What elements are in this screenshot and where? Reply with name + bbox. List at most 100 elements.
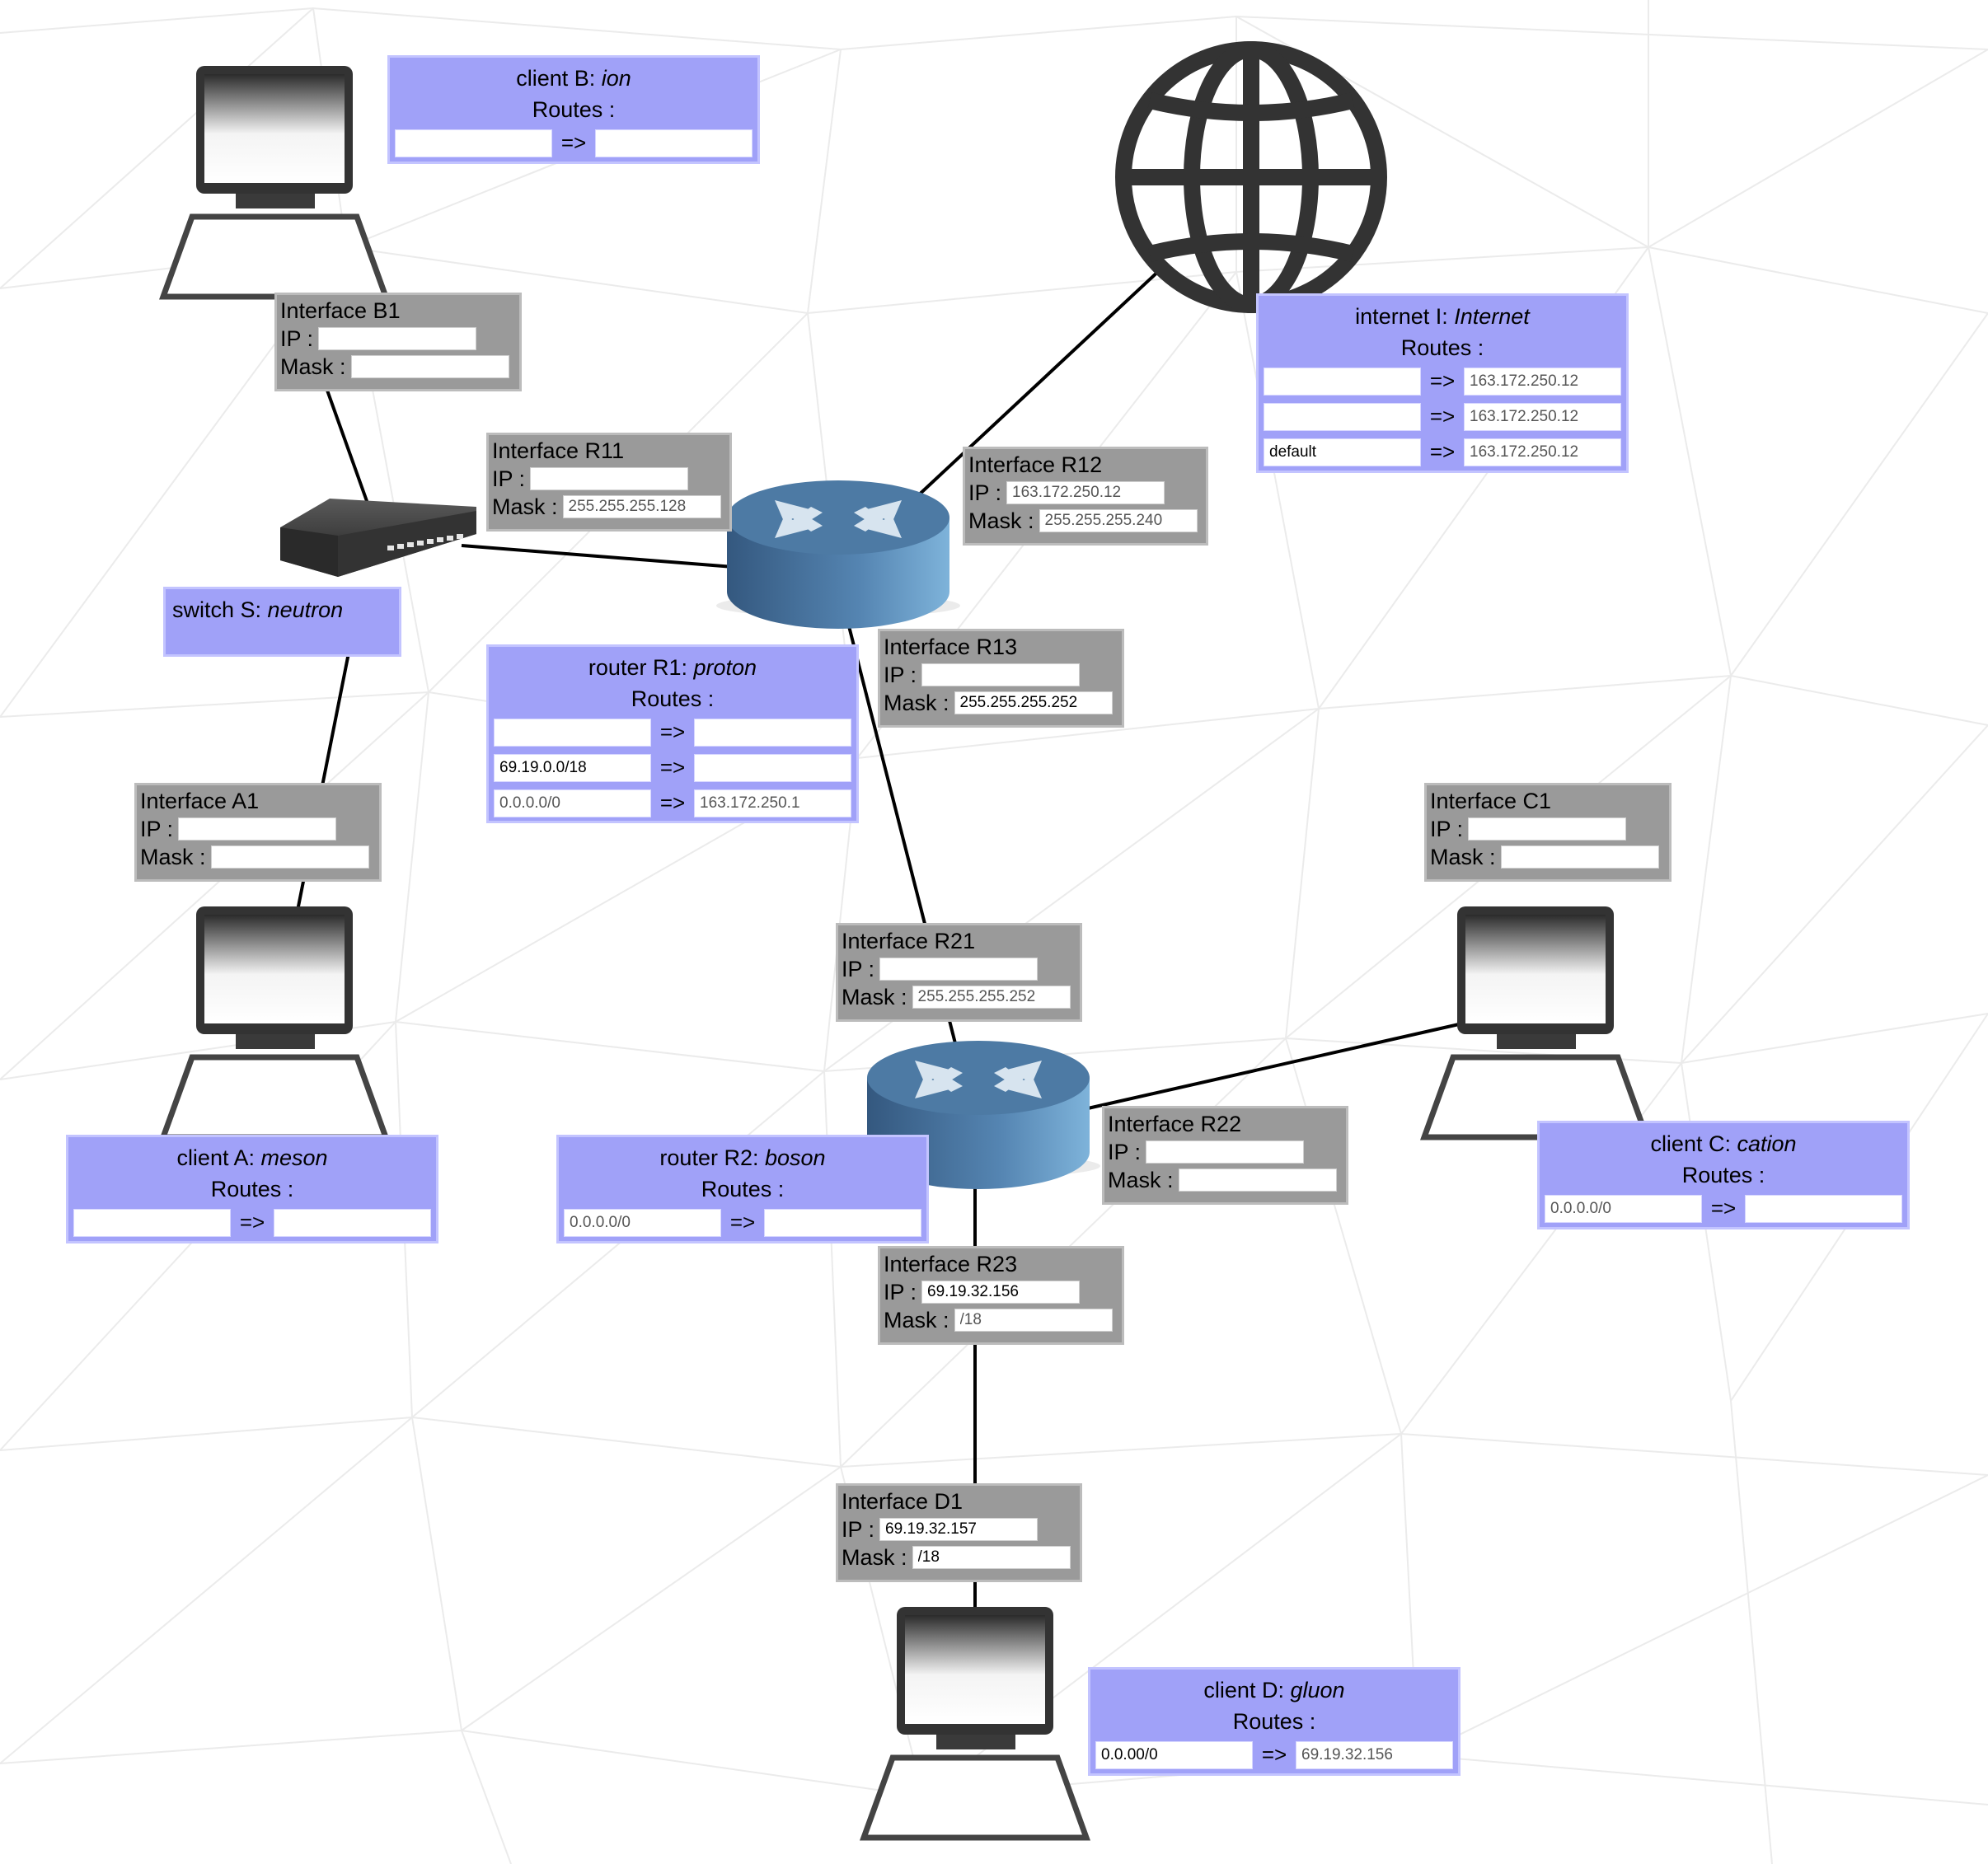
internet-i-routes-label: Routes : [1400,335,1484,360]
route-gateway-input[interactable] [694,789,851,817]
interface-title: Interface R12 [968,452,1103,477]
mask-input[interactable] [954,1309,1113,1332]
interface-a1-panel: Interface A1 IP : Mask : [134,783,382,882]
interface-r12-panel: Interface R12 IP : Mask : [963,447,1208,546]
interface-title: Interface D1 [842,1489,964,1514]
ip-input[interactable] [318,327,477,350]
route-destination-input[interactable] [395,129,552,157]
interface-title: Interface R22 [1108,1112,1242,1136]
mask-input[interactable] [1178,1169,1337,1192]
mask-input[interactable] [1039,509,1198,532]
mask-input[interactable] [350,355,509,378]
interface-r11-panel: Interface R11 IP : Mask : [486,433,732,532]
ip-input[interactable] [879,1518,1039,1541]
interface-r13-panel: Interface R13 IP : Mask : [878,629,1124,728]
route-destination-input[interactable] [494,753,651,782]
mask-label: Mask : [842,1545,907,1570]
interface-r22-panel: Interface R22 IP : Mask : [1102,1106,1348,1205]
route-arrow: => [1429,439,1456,464]
mask-label: Mask : [884,691,949,715]
mask-input[interactable] [562,495,721,518]
client-c-route-row: => [1545,1191,1902,1226]
ip-label: IP : [140,817,174,841]
route-gateway-input[interactable] [1464,402,1621,431]
mask-label: Mask : [280,354,346,379]
interface-title: Interface A1 [140,789,260,813]
interface-c1-panel: Interface C1 IP : Mask : [1424,783,1672,882]
router-r1-title: router R1: proton [588,655,757,680]
route-gateway-input[interactable] [274,1208,431,1237]
client-b-title: client B: ion [516,66,631,91]
router-r1-icon [716,480,960,629]
route-gateway-input[interactable] [1296,1740,1453,1769]
ip-input[interactable] [921,663,1081,686]
route-destination-input[interactable] [1545,1194,1702,1223]
route-gateway-input[interactable] [1464,438,1621,466]
ip-input[interactable] [1468,817,1627,841]
router-r2-panel: router R2: boson Routes : => [556,1135,929,1243]
interface-r23-panel: Interface R23 IP : Mask : [878,1246,1124,1345]
interface-title: Interface R21 [842,929,976,953]
route-destination-input[interactable] [494,718,651,747]
interface-b1-panel: Interface B1 IP : Mask : [274,293,522,391]
mask-label: Mask : [968,508,1034,533]
mask-input[interactable] [210,845,369,869]
mask-label: Mask : [884,1308,949,1332]
route-arrow: => [560,130,587,155]
interface-title: Interface C1 [1430,789,1552,813]
mask-label: Mask : [140,845,206,869]
route-arrow: => [1261,1742,1287,1767]
client-d-route-row: => [1095,1737,1453,1773]
route-destination-input[interactable] [73,1208,231,1237]
route-destination-input[interactable] [1264,438,1421,466]
route-arrow: => [1710,1196,1737,1220]
client-b-routes-label: Routes : [532,97,616,122]
client-d-panel: client D: gluon Routes : => [1088,1667,1461,1776]
interface-title: Interface B1 [280,298,401,323]
route-gateway-input[interactable] [595,129,753,157]
mask-input[interactable] [912,986,1071,1009]
router-r2-title: router R2: boson [659,1145,826,1170]
internet-i-title: internet I: Internet [1355,304,1530,329]
route-gateway-input[interactable] [694,753,851,782]
ip-input[interactable] [1146,1140,1305,1164]
client-a-panel: client A: meson Routes : => [66,1135,438,1243]
route-destination-input[interactable] [564,1208,721,1237]
mask-label: Mask : [842,985,907,1009]
ip-label: IP : [968,480,1002,505]
client-d-routes-label: Routes : [1232,1709,1316,1734]
ip-label: IP : [842,1517,875,1542]
ip-label: IP : [842,957,875,981]
router-r2-route-row: => [564,1205,921,1240]
ip-input[interactable] [879,958,1039,981]
route-gateway-input[interactable] [764,1208,921,1237]
mask-label: Mask : [492,494,558,519]
mask-input[interactable] [954,691,1113,714]
route-gateway-input[interactable] [694,718,851,747]
interface-d1-panel: Interface D1 IP : Mask : [836,1483,1082,1582]
route-destination-input[interactable] [1095,1740,1253,1769]
ip-input[interactable] [178,817,337,841]
router-r1-routes-label: Routes : [631,686,715,711]
mask-input[interactable] [1500,845,1659,869]
router-r1-route-row: => [494,750,851,785]
route-destination-input[interactable] [494,789,651,817]
route-gateway-input[interactable] [1464,367,1621,396]
internet-i-route-row: => [1264,434,1621,470]
client-b-route-row: => [395,125,753,161]
client-c-title: client C: cation [1650,1131,1797,1156]
mask-input[interactable] [912,1546,1071,1569]
route-arrow: => [659,719,686,744]
client-a-title: client A: meson [176,1145,328,1170]
route-destination-input[interactable] [1264,402,1421,431]
ip-input[interactable] [530,467,689,490]
route-arrow: => [659,790,686,815]
ip-label: IP : [884,1280,917,1304]
client-c-routes-label: Routes : [1681,1163,1765,1187]
client-a-route-row: => [73,1205,431,1240]
route-destination-input[interactable] [1264,367,1421,396]
switch-s-title: switch S: neutron [172,597,344,622]
ip-input[interactable] [1006,481,1165,504]
ip-input[interactable] [921,1281,1081,1304]
route-gateway-input[interactable] [1745,1194,1902,1223]
